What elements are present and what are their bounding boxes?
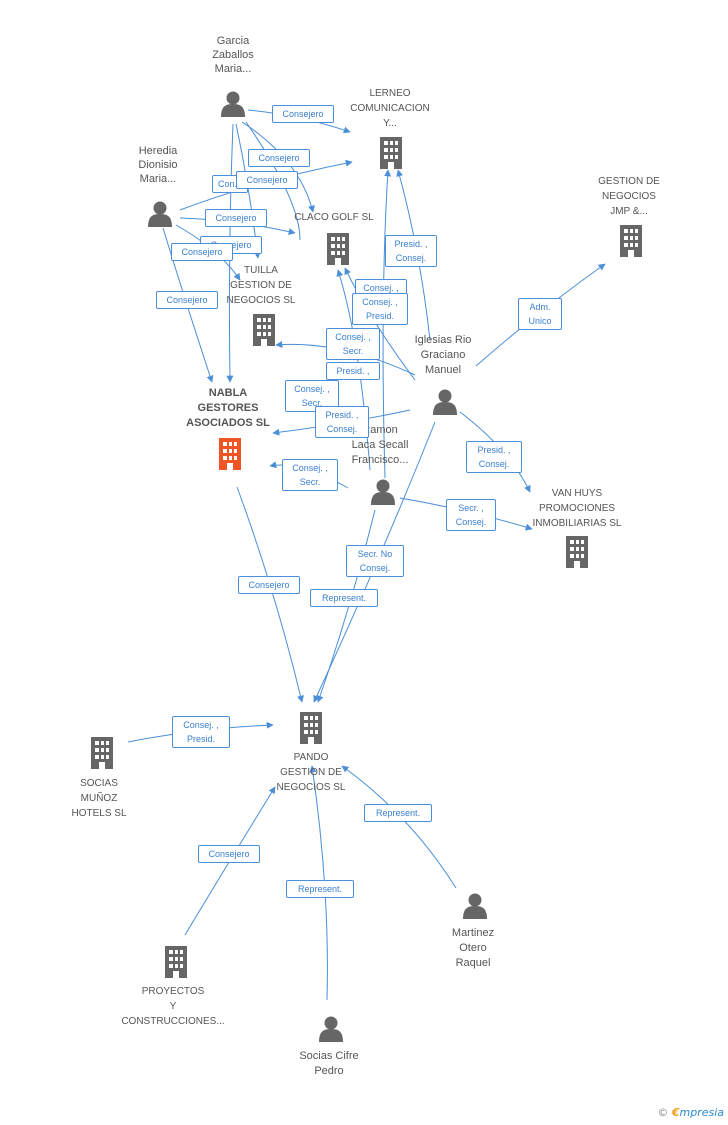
edge-garcia-pando [245,121,301,241]
edge-label[interactable]: Represent. [286,880,354,898]
edge-label[interactable]: Consejero [171,243,233,261]
person-icon[interactable] [148,201,172,228]
edge-ramon-pando [316,509,376,703]
building-icon[interactable] [620,225,642,257]
edge-label[interactable]: Consejero [198,845,260,863]
node-label-gestion-jmp[interactable]: GESTION DE NEGOCIOS JMP &... [598,176,660,217]
edge-label[interactable]: Consejero [156,291,218,309]
edge-label[interactable]: Presid. ,Consej. [466,441,522,473]
node-label-garcia[interactable]: Garcia Zaballos Maria... [212,35,254,75]
edge-label[interactable]: Consejero [272,105,334,123]
edge-label[interactable]: Presid. , [326,362,380,380]
edge-label[interactable]: Consejero [248,149,310,167]
brand-text: mpresia [679,1106,724,1119]
empresia-logo: © €mpresia [657,1106,724,1119]
node-label-martinez[interactable]: Martinez Otero Raquel [451,927,495,969]
node-label-heredia[interactable]: Heredia Dionisio Maria... [138,145,178,185]
person-icon[interactable] [319,1016,343,1043]
edge-label[interactable]: Consej. ,Secr. [326,328,380,360]
edge-label[interactable]: Represent. [364,804,432,822]
person-icon[interactable] [433,389,457,416]
node-label-tuilla[interactable]: TUILLA GESTION DE NEGOCIOS SL [226,265,296,306]
node-label-socias-cifre[interactable]: Socias Cifre Pedro [299,1050,359,1077]
building-icon[interactable] [327,233,349,265]
node-label-proyectos[interactable]: PROYECTOS Y CONSTRUCCIONES... [121,986,225,1027]
copyright-symbol: © [657,1106,669,1119]
edge-label[interactable]: Presid. ,Consej. [385,235,437,267]
building-icon[interactable] [566,536,588,568]
person-icon[interactable] [221,91,245,118]
building-icon[interactable] [91,737,113,769]
edge-label[interactable]: Consejero [236,171,298,189]
person-icon[interactable] [371,479,395,506]
building-icon[interactable] [253,314,275,346]
node-label-socias-munoz[interactable]: SOCIAS MUÑOZ HOTELS SL [71,778,127,819]
node-label-vanhuys[interactable]: VAN HUYS PROMOCIONES INMOBILIARIAS SL [532,488,622,529]
edge-label[interactable]: Represent. [310,589,378,607]
node-label-nabla[interactable]: NABLA GESTORES ASOCIADOS SL [186,387,270,429]
edge-label[interactable]: Consej. ,Secr. [282,459,338,491]
building-icon-main[interactable] [219,438,241,470]
person-icon[interactable] [463,893,487,920]
building-icon[interactable] [300,712,322,744]
node-label-ramon[interactable]: Ramon Laca Secall Francisco... [351,424,409,466]
building-icon[interactable] [165,946,187,978]
edge-label[interactable]: Consejero [238,576,300,594]
edge-garcia-claco [241,121,315,213]
edge-label[interactable]: Presid. ,Consej. [315,406,369,438]
node-label-claco[interactable]: CLACO GOLF SL [294,212,374,223]
building-icon[interactable] [380,137,402,169]
edge-label[interactable]: Consej. ,Presid. [172,716,230,748]
brand-e: € [671,1106,680,1119]
node-label-pando[interactable]: PANDO GESTION DE NEGOCIOS SL [276,752,346,793]
edge-label[interactable]: Consejero [205,209,267,227]
edge-label[interactable]: Adm.Unico [518,298,562,330]
node-label-iglesias[interactable]: Iglesias Rio Graciano Manuel [414,334,472,376]
edge-label[interactable]: Consej. ,Presid. [352,293,408,325]
edge-martinez-pando [341,765,457,889]
edge-label[interactable]: Secr. ,Consej. [446,499,496,531]
edge-nabla-pando [236,486,304,703]
node-label-lerneo[interactable]: LERNEO COMUNICACION Y... [350,88,430,129]
